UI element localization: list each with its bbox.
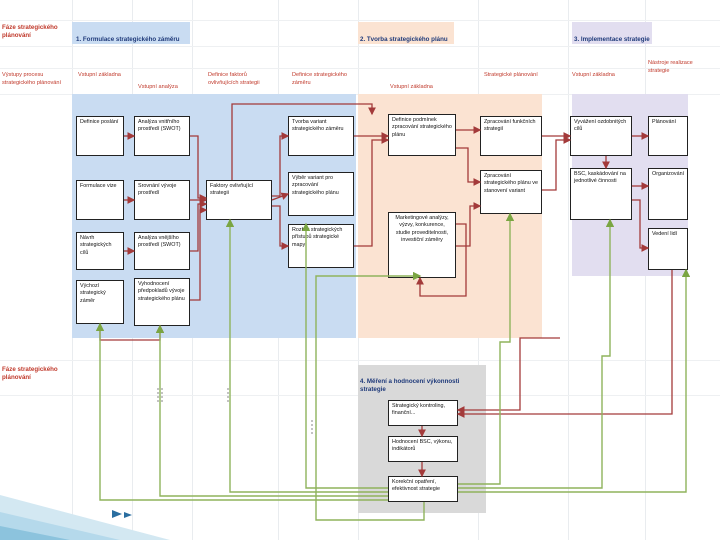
decorative-corner-graphic [0, 495, 170, 540]
box-definice-podminek: Definice podmínek zpracování strategické… [388, 114, 456, 156]
box-vedeni-lidi: Vedení lidí [648, 228, 688, 270]
box-funkcni-strategie: Zpracování funkčních strategií [480, 116, 542, 156]
box-srovnani-vyvoje: Srovnání vývoje prostředí [134, 180, 190, 220]
label-vystupy-procesu: Výstupy procesu strategického plánování [2, 72, 62, 86]
box-korekcni-opatreni: Korekční opatření, efektivnost strategie [388, 476, 458, 502]
box-formulace-vize: Formulace vize [76, 180, 124, 220]
box-vyvazeni-cilu: Vyvážení ozdobnitých cílů [570, 116, 632, 156]
box-bsc-kaskadovani: BSC, kaskádování na jednotlivé činnosti [570, 168, 632, 220]
phase1-title: 1. Formulace strategického záměru [76, 36, 180, 43]
grid-line [568, 0, 569, 540]
grid-line [0, 360, 720, 361]
label-vstupni-analyza: Vstupní analýza [138, 84, 178, 90]
label-nastroje-strategie: Nástroje realizace strategie [648, 60, 693, 74]
label-definice-faktoru: Definice faktorů ovlivňujících strategii [208, 72, 260, 86]
box-faktory: Faktory ovlivňující strategii [206, 180, 272, 220]
phase4-title: 4. Měření a hodnocení výkonnosti strateg… [360, 378, 460, 393]
box-analyza-vnejsiho: Analýza vnějšího prostředí (SWOT) [134, 232, 190, 270]
faze-title: Fáze strategického plánování [2, 24, 58, 39]
box-analyza-vnitrniho: Analýza vnitřního prostředí (SWOT) [134, 116, 190, 156]
phase2-title: 2. Tvorba strategického plánu [360, 36, 448, 43]
box-tvorba-variant: Tvorba variant strategického záměru [288, 116, 354, 156]
box-strategicky-kontroling: Strategický kontroling, finanční... [388, 400, 458, 426]
box-organizovani: Organizování [648, 168, 688, 220]
box-vychozi-zamer: Výchozí strategický záměr [76, 280, 124, 324]
phase3-header-band [572, 22, 652, 44]
box-planovani: Plánování [648, 116, 688, 156]
grid-line [0, 20, 720, 21]
box-definice-poslani: Definice poslání [76, 116, 124, 156]
box-navrh-cilu: Návrh strategických cílů [76, 232, 124, 270]
box-rozbor-zameru: Rozbor strategických přístupů strategick… [288, 224, 354, 268]
label-strategicke-planovani: Strategické plánování [484, 72, 538, 78]
faze-title-lower: Fáze strategického plánování [2, 366, 58, 381]
box-hodnoceni-bsc: Hodnocení BSC, výkonu, indikátorů [388, 436, 458, 462]
grid-line [0, 68, 720, 69]
label-vstupni-zakladna-2: Vstupní základna [390, 84, 433, 90]
box-vyhodnoceni-predpokladu: Vyhodnocení předpokladů vývoje strategic… [134, 278, 190, 326]
box-zpracovani-planu: Zpracování strategického plánu ve stanov… [480, 170, 542, 214]
box-vyber-varianty: Výběr variant pro zpracování strategické… [288, 172, 354, 216]
box-marketingove-analyzy: Marketingové analýzy, výzvy, konkurence,… [388, 212, 456, 278]
phase3-title: 3. Implementace strategie [574, 36, 650, 43]
label-vstupni-zakladna-1: Vstupní základna [78, 72, 121, 78]
label-vstupni-zakladna-3: Vstupní základna [572, 72, 615, 78]
phase2-header-band [358, 22, 454, 44]
label-definice-zameru: Definice strategického záměru [292, 72, 348, 86]
phase1-header-band [72, 22, 190, 44]
grid-line [0, 46, 720, 47]
